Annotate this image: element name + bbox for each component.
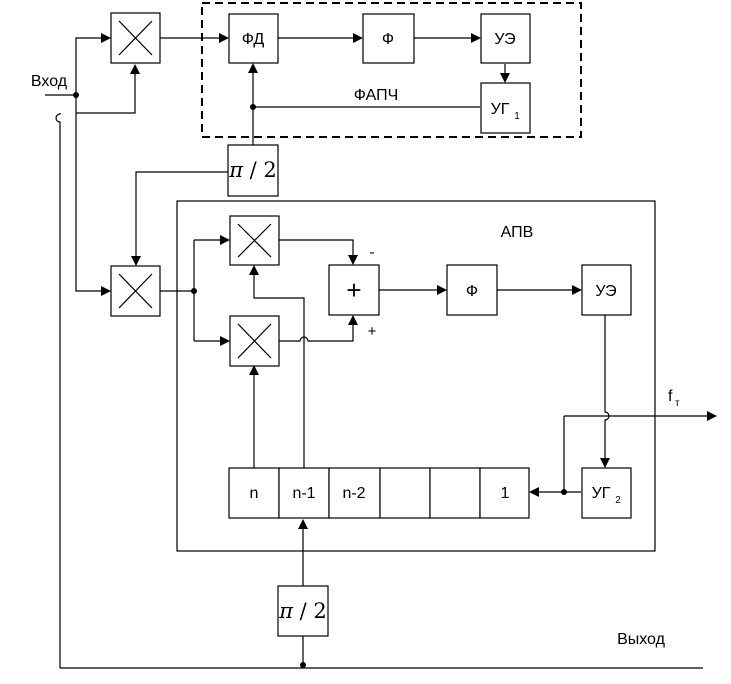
apv-control-element-block <box>581 264 632 316</box>
register-cell-n-2 <box>328 467 381 519</box>
multiplier-apv-lower <box>229 315 280 367</box>
adder-symbol: + <box>346 275 361 305</box>
pll-filter-block <box>362 13 415 64</box>
register-label-n: n <box>250 485 259 502</box>
register-cell-n-1 <box>278 467 330 519</box>
wires <box>45 37 709 669</box>
adder-plus-sign: + <box>368 323 377 340</box>
register-label-n-2: n-2 <box>342 485 365 502</box>
apv-filter-label: Ф <box>466 283 478 300</box>
generator-2-subscript: 2 <box>615 495 621 506</box>
phase-shifter-top-block <box>227 144 279 197</box>
phase-detector-label: ФД <box>242 31 265 48</box>
apv-frame <box>176 200 656 552</box>
adder-minus-sign: - <box>370 244 375 261</box>
pll-frame <box>201 2 582 138</box>
generator-1-label: УГ <box>491 101 510 118</box>
ft-label: f <box>668 388 673 405</box>
register-cell-empty-1 <box>379 467 431 519</box>
phase-shifter-bottom-block <box>277 585 329 637</box>
pll-control-element-label: УЭ <box>494 31 515 48</box>
register-label-1: 1 <box>501 485 510 502</box>
arrowheads <box>101 33 717 529</box>
generator-2-label: УГ <box>592 485 611 502</box>
phase-detector-block <box>228 13 279 64</box>
register-cell-1 <box>479 467 530 519</box>
adder-block <box>328 264 380 316</box>
phase-shifter-top-label: π / 2 <box>228 158 277 182</box>
multiplier-second <box>110 265 161 317</box>
ft-subscript: т <box>675 398 680 409</box>
phase-shifter-bottom-label: π / 2 <box>278 599 327 623</box>
register-cell-empty-2 <box>429 467 481 519</box>
generator-1-subscript: 1 <box>514 111 520 122</box>
multiplier-apv-upper <box>229 215 280 266</box>
pll-title: ФАПЧ <box>354 87 398 104</box>
generator-2-block <box>581 467 632 519</box>
pll-filter-label: Ф <box>382 31 394 48</box>
shift-register: n n-1 n-2 1 <box>228 467 530 519</box>
apv-control-element-label: УЭ <box>595 283 616 300</box>
apv-filter-block <box>446 264 498 316</box>
multiplier-top <box>110 12 161 64</box>
output-label: Выход <box>617 631 666 648</box>
junction-dots <box>73 92 567 668</box>
register-label-n-1: n-1 <box>292 485 315 502</box>
apv-title: АПВ <box>501 224 534 241</box>
generator-1-block <box>480 82 531 134</box>
pll-control-element-block <box>480 13 531 64</box>
input-label: Вход <box>31 73 68 90</box>
